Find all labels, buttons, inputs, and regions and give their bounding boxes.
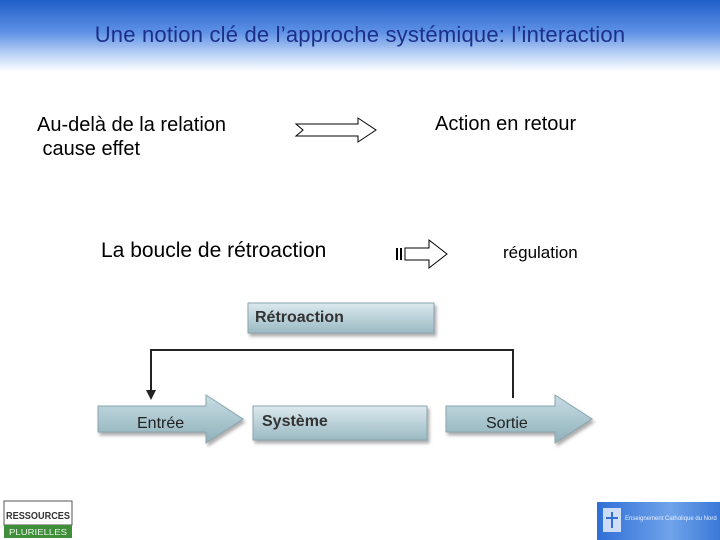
logo-left-bottom-text: PLURIELLES (9, 528, 67, 537)
feedback-label: Rétroaction (255, 309, 344, 326)
logo-left-top-text: RESSOURCES (6, 511, 70, 522)
output-label: Sortie (486, 415, 528, 432)
system-box (252, 405, 428, 441)
enseignement-catholique-logo: Enseignement Catholique du Nord (597, 502, 720, 540)
slide-title: Une notion clé de l’approche systémique:… (94, 22, 626, 47)
logo-right-text: Enseignement Catholique du Nord (625, 516, 717, 522)
system-label: Système (262, 413, 328, 430)
feedback-loop-line (146, 349, 514, 400)
feedback-action-text: Action en retour (435, 113, 577, 135)
cause-effect-text: Au-delà de la relation cause effet (37, 113, 226, 161)
feedback-loop-text: La boucle de rétroaction (101, 239, 327, 262)
input-arrow (97, 394, 244, 444)
right-arrow-icon (396, 238, 448, 270)
output-arrow (445, 394, 593, 444)
regulation-text: régulation (503, 243, 578, 262)
input-label: Entrée (137, 415, 184, 432)
cause-effect-line-2: cause effet (37, 138, 141, 160)
right-arrow-icon (294, 117, 377, 143)
title-bar (0, 0, 720, 72)
feedback-box (247, 302, 435, 334)
cause-effect-line-1: Au-delà de la relation (37, 114, 227, 136)
ressources-plurielles-logo: RESSOURCES PLURIELLES (3, 500, 73, 538)
emblem-icon (603, 508, 621, 532)
